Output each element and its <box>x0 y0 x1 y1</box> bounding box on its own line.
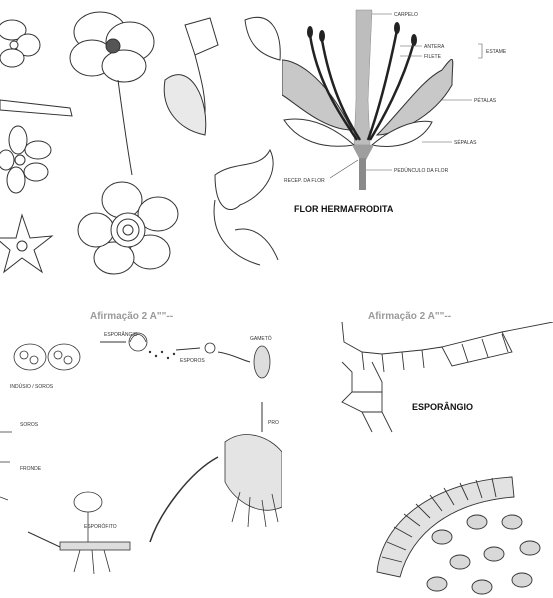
spore-cluster <box>427 515 540 594</box>
label-carpel: CARPELO <box>394 12 418 18</box>
fern-cycle-panel: ESPORÂNGIO ESPOROS GAMETÓ INDÚSIO / SORO… <box>0 322 282 598</box>
flower-bud-leaf <box>164 18 218 135</box>
fern-cycle-diagram: ESPORÂNGIO ESPOROS GAMETÓ INDÚSIO / SORO… <box>0 322 282 598</box>
gametophyte-small <box>205 343 215 353</box>
label-stamen: ESTAME <box>486 49 507 55</box>
stem-left <box>0 100 72 116</box>
caption-sporangium: Afirmação 2 A""-- <box>368 311 451 322</box>
sporangium-title: ESPORÂNGIO <box>412 401 473 412</box>
label-sporangium: ESPORÂNGIO <box>104 331 138 338</box>
label-filament: FILETE <box>424 54 442 60</box>
flower-top-left <box>0 20 40 67</box>
caption-cycle: Afirmação 2 A""-- <box>90 311 173 322</box>
label-prothallus: PRO <box>268 420 279 426</box>
flower-trumpet-bottom-right <box>214 150 278 265</box>
arrow-6 <box>28 532 60 547</box>
flower-star-bottom-left <box>0 215 52 272</box>
arrow-2 <box>176 348 200 350</box>
label-sporophyte: ESPORÓFITO <box>84 523 117 530</box>
label-indusium-sori: INDÚSIO / SOROS <box>10 383 54 390</box>
sporangium-cell-mesh <box>342 322 553 432</box>
sporangium-closeup-panel: ESPORÂNGIO <box>282 322 553 598</box>
sori-cluster-1 <box>14 344 46 370</box>
carpel <box>354 10 372 145</box>
peduncle <box>359 158 366 190</box>
anther-1 <box>307 26 313 38</box>
flower-fragment-top-right <box>245 17 280 60</box>
receptacle-line <box>330 160 358 178</box>
label-receptacle: RECEP. DA FLOR <box>284 178 325 184</box>
label-peduncle: PEDÚNCULO DA FLOR <box>394 167 449 174</box>
arrow-5 <box>150 457 218 542</box>
label-sori: SOROS <box>20 422 39 428</box>
label-petals: PÉTALAS <box>474 97 497 104</box>
stamen-bracket <box>478 44 482 58</box>
prothallus <box>225 435 282 527</box>
arrow-3 <box>218 352 250 362</box>
frond-fragments <box>0 432 12 500</box>
sporangium-annulus <box>377 477 514 577</box>
flower-sketches-panel <box>0 0 282 282</box>
sporophyte-young <box>60 492 130 574</box>
sori-cluster-2 <box>48 344 80 370</box>
anther-4 <box>411 34 417 46</box>
label-frond: FRONDE <box>20 466 42 472</box>
flower-five-petal-left <box>0 126 51 193</box>
hermaphrodite-flower-panel: CARPELO ANTERA FILETE ESTAME PÉTALAS SÉP… <box>282 0 553 282</box>
diagram-title: FLOR HERMAFRODITA <box>294 204 394 214</box>
sporangium-closeup-diagram: ESPORÂNGIO <box>282 322 553 598</box>
label-spores: ESPOROS <box>180 358 205 364</box>
flower-sketches-drawing <box>0 0 282 282</box>
label-gametophyte: GAMETÓ <box>250 335 272 342</box>
flower-large-bottom-center <box>78 182 178 274</box>
anther-3 <box>394 22 400 34</box>
gametophyte-large <box>254 346 270 378</box>
label-sepals: SÉPALAS <box>454 139 477 146</box>
spore-dots <box>149 351 175 359</box>
receptacle <box>352 145 374 160</box>
label-anther: ANTERA <box>424 44 445 50</box>
hermaphrodite-flower-diagram: CARPELO ANTERA FILETE ESTAME PÉTALAS SÉP… <box>282 0 553 282</box>
flower-poppy <box>70 12 154 175</box>
anther-2 <box>319 30 325 42</box>
